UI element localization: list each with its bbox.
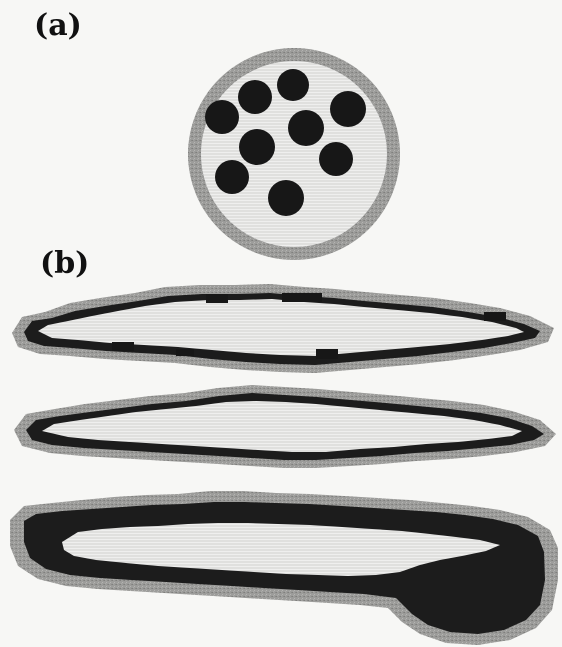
particle [206,294,228,303]
particle [282,293,322,302]
panel-b-ellipsoid-2 [14,385,556,468]
panel-b-ellipsoid-1 [12,284,554,373]
particle [215,160,249,194]
particle [238,80,272,114]
particle [277,69,309,101]
particle [176,349,194,356]
particle [484,312,506,321]
particle [319,142,353,176]
particle [205,100,239,134]
panel-a-sphere [188,48,400,260]
particle [288,110,324,146]
particle [239,129,275,165]
particle [268,180,304,216]
particle [112,342,134,351]
particle [330,91,366,127]
panel-b-ellipsoid-3 [10,491,558,645]
particle [316,349,338,359]
